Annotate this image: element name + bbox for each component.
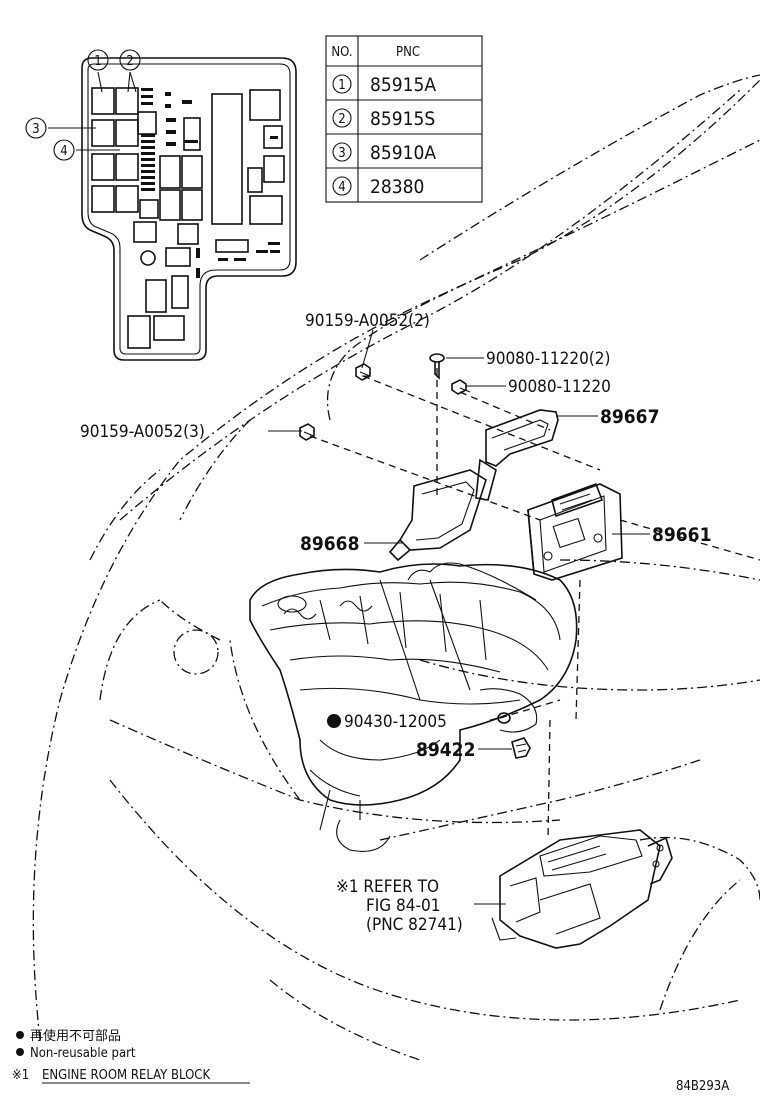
svg-text:(PNC 82741): (PNC 82741) [366, 915, 463, 935]
table-row: 1 85915A [332, 74, 436, 96]
svg-text:2: 2 [126, 54, 133, 69]
table-row: 4 28380 [332, 176, 424, 198]
table-row: 3 85910A [332, 142, 436, 164]
label-bracket-lower: 89668 [300, 533, 359, 555]
assembly-guide-lines [309, 368, 760, 841]
legend-note-prefix: ※1 [12, 1068, 29, 1083]
pnc-table: NO. PNC 1 85915A 2 85915S 3 85910A 4 283… [325, 35, 483, 203]
legend-note-text: ENGINE ROOM RELAY BLOCK [42, 1068, 210, 1083]
screw-90080-a [429, 353, 445, 380]
svg-text:1: 1 [338, 78, 345, 93]
svg-text:85915A: 85915A [370, 74, 436, 96]
callout-4: 4 [53, 139, 75, 161]
engine-room-relay-block [491, 829, 673, 949]
sensor-89422 [511, 737, 531, 759]
label-ecu: 89661 [652, 524, 711, 546]
part-labels: 90159-A0052(2) 90159-A0052(3) 90080-1122… [80, 311, 711, 761]
bolt-90159-left [299, 423, 315, 441]
table-row: 2 85915S [332, 108, 435, 130]
svg-text:2: 2 [338, 112, 345, 127]
legend-jp: 再使用不可部品 [30, 1028, 121, 1044]
relay-block-inset: 1 2 3 4 [25, 49, 297, 361]
table-header-no: NO. [331, 45, 352, 60]
legend-en: Non-reusable part [30, 1046, 136, 1061]
engine [249, 562, 578, 852]
callout-3: 3 [25, 117, 47, 139]
svg-text:3: 3 [32, 122, 39, 137]
svg-text:85915S: 85915S [370, 108, 435, 130]
screw-90080-b [451, 379, 471, 395]
refer-note: ※1 REFER TO FIG 84-01 (PNC 82741) [336, 877, 463, 935]
leader-lines [268, 329, 650, 905]
ecu-89661 [527, 482, 623, 581]
label-bolt-left: 90159-A0052(3) [80, 422, 205, 442]
bracket-89667 [475, 409, 559, 501]
svg-text:28380: 28380 [370, 176, 424, 198]
label-bracket-upper: 89667 [600, 406, 659, 428]
callout-2: 2 [119, 49, 141, 71]
callout-1: 1 [87, 49, 109, 71]
legend: 再使用不可部品 Non-reusable part ※1 ENGINE ROOM… [12, 1028, 250, 1084]
label-screw-b: 90080-11220 [508, 377, 611, 397]
svg-text:1: 1 [94, 54, 101, 69]
non-reusable-mark [327, 714, 341, 728]
figure-code: 84B293A [676, 1079, 729, 1094]
svg-text:3: 3 [338, 146, 345, 161]
svg-text:FIG 84-01: FIG 84-01 [366, 896, 440, 916]
bolt-90159-top [355, 363, 371, 381]
label-gasket: 90430-12005 [344, 712, 447, 732]
svg-text:※1 REFER TO: ※1 REFER TO [336, 877, 439, 897]
table-header-pnc: PNC [396, 45, 420, 60]
label-screw-a: 90080-11220(2) [486, 349, 610, 369]
bracket-89668 [388, 469, 487, 562]
label-bolt-top: 90159-A0052(2) [305, 311, 430, 331]
svg-text:4: 4 [338, 180, 345, 195]
svg-text:85910A: 85910A [370, 142, 436, 164]
label-sensor: 89422 [416, 739, 475, 761]
svg-text:4: 4 [60, 144, 67, 159]
